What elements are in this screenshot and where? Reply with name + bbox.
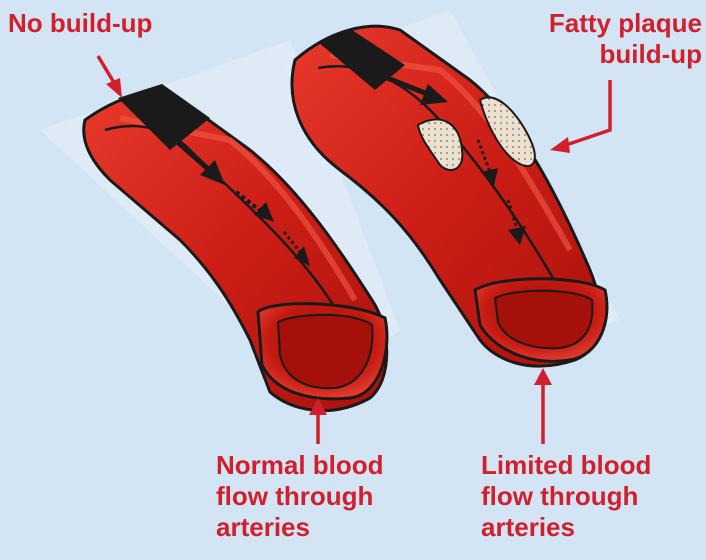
arrow-up-icon [534,368,552,385]
label-fatty-plaque: Fatty plaque build-up [549,8,702,70]
arrow-left-icon [550,137,570,153]
label-normal-flow: Normal blood flow through arteries [216,450,384,543]
arrow-down-icon [106,78,122,98]
label-no-buildup: No build-up [8,8,152,39]
label-limited-flow: Limited blood flow through arteries [481,450,651,543]
